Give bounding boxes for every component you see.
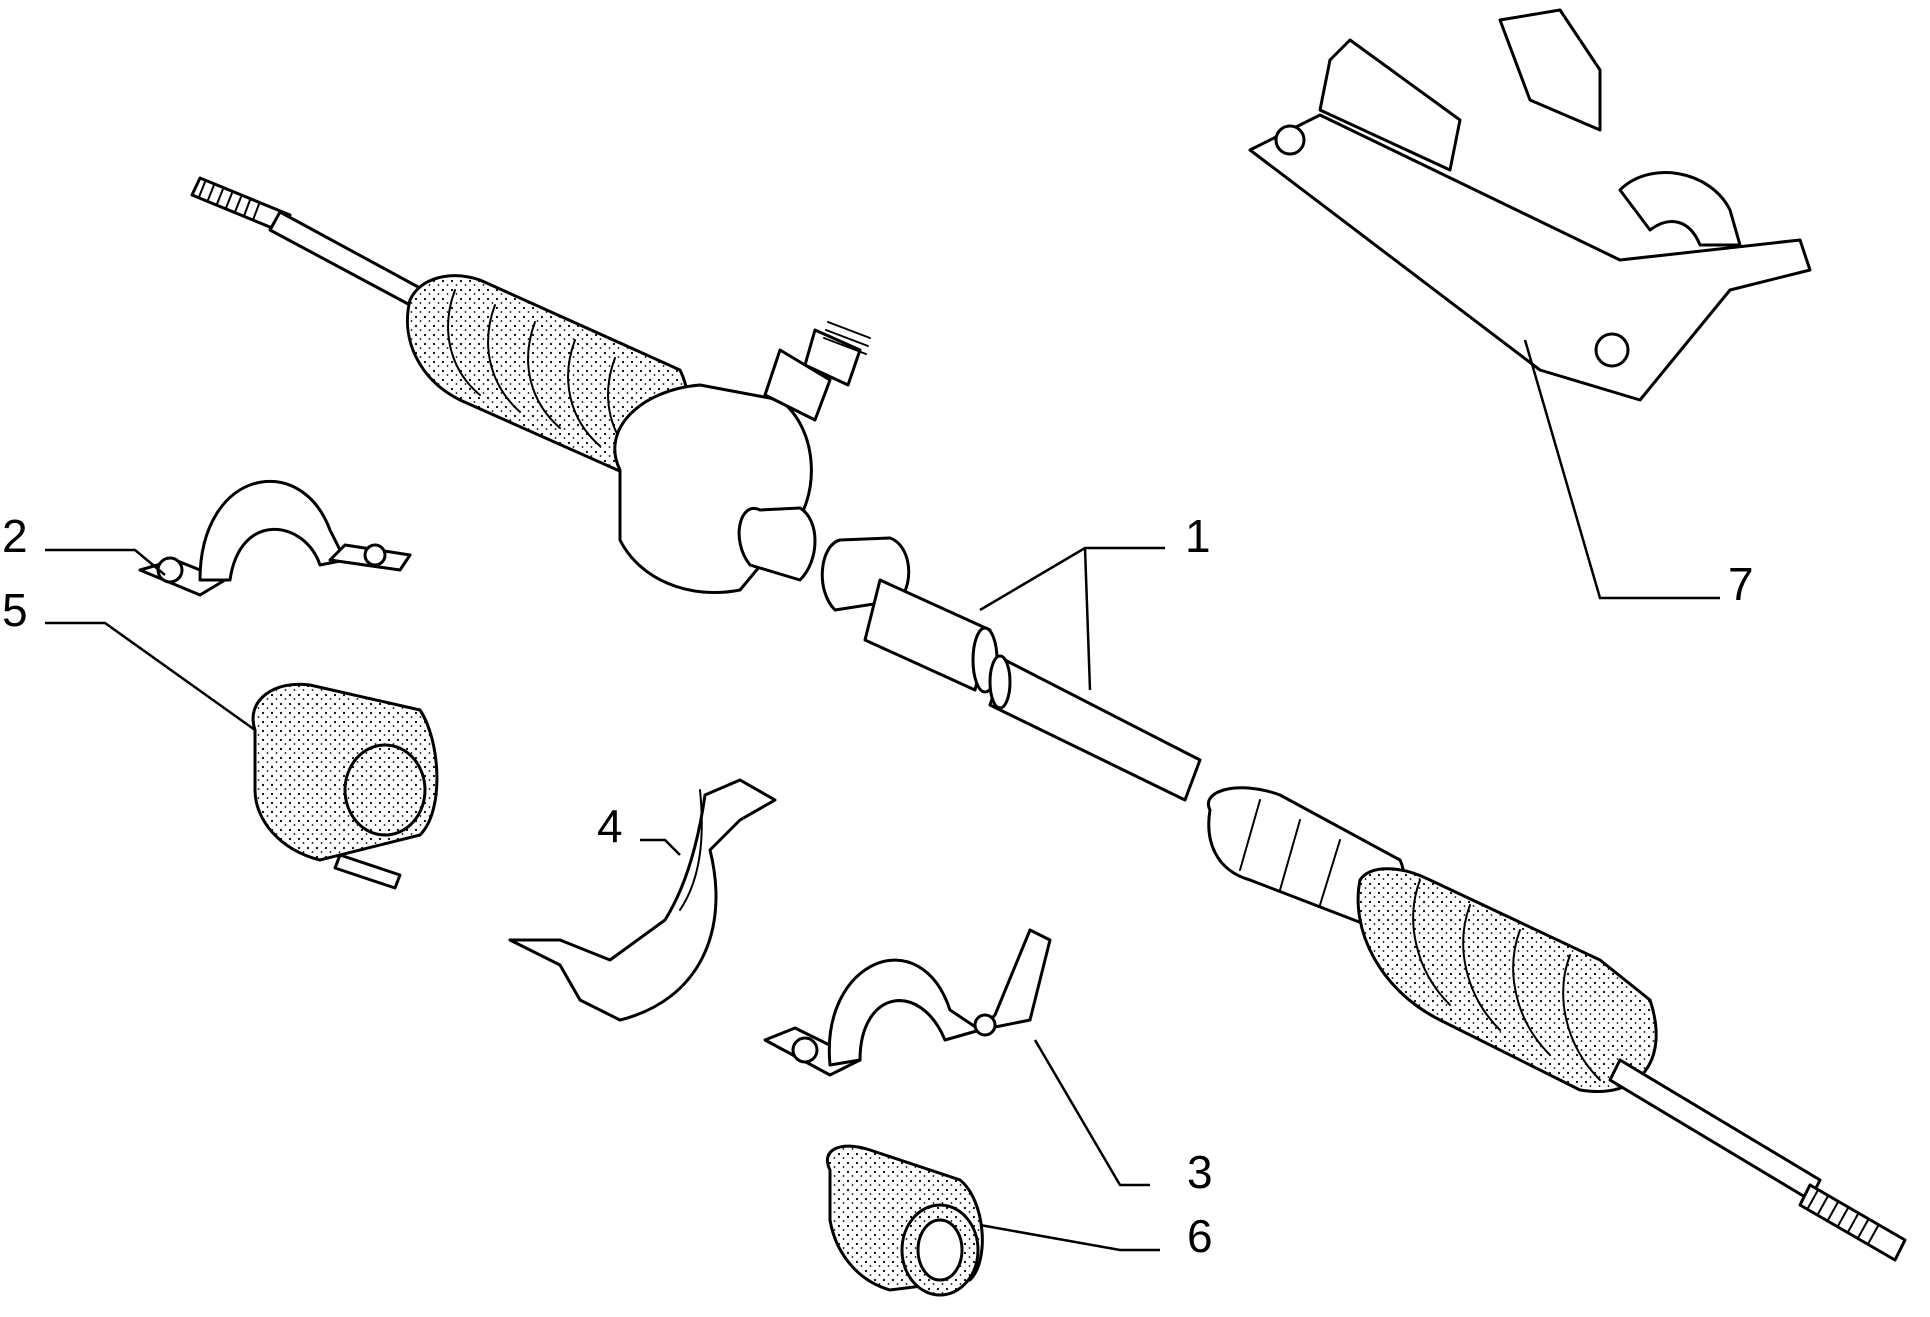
clamp-part-2 [138,479,412,597]
steering-rack [190,176,1907,1262]
right-rubber-boot [1206,786,1658,1093]
callout-4: 4 [597,800,623,852]
rack-tube [863,578,1202,802]
housing-cover-part [1248,8,1812,402]
leader-1b [1083,547,1092,691]
right-tie-rod [1608,1058,1907,1262]
callout-5: 5 [2,584,28,636]
leader-2 [45,548,166,576]
callout-6: 6 [1187,1210,1213,1262]
callout-1: 1 [1185,510,1211,562]
left-tie-rod [190,176,422,307]
leader-4 [640,838,681,856]
leader-1a [979,546,1165,612]
leader-3 [1033,1039,1150,1187]
callout-7: 7 [1728,558,1754,610]
leader-lines [45,339,1720,1252]
rack-housing [613,321,911,612]
bracket-part-4 [508,778,777,1022]
callout-3: 3 [1187,1146,1213,1198]
callout-labels: 1 2 3 4 5 6 7 [2,510,1754,1262]
leader-6 [979,1223,1160,1252]
bush-part-5 [251,682,439,890]
clamp-part-3 [763,928,1052,1077]
leader-7 [1523,339,1720,600]
bush-part-6 [826,1144,984,1297]
callout-2: 2 [2,510,28,562]
leader-5 [45,621,256,732]
